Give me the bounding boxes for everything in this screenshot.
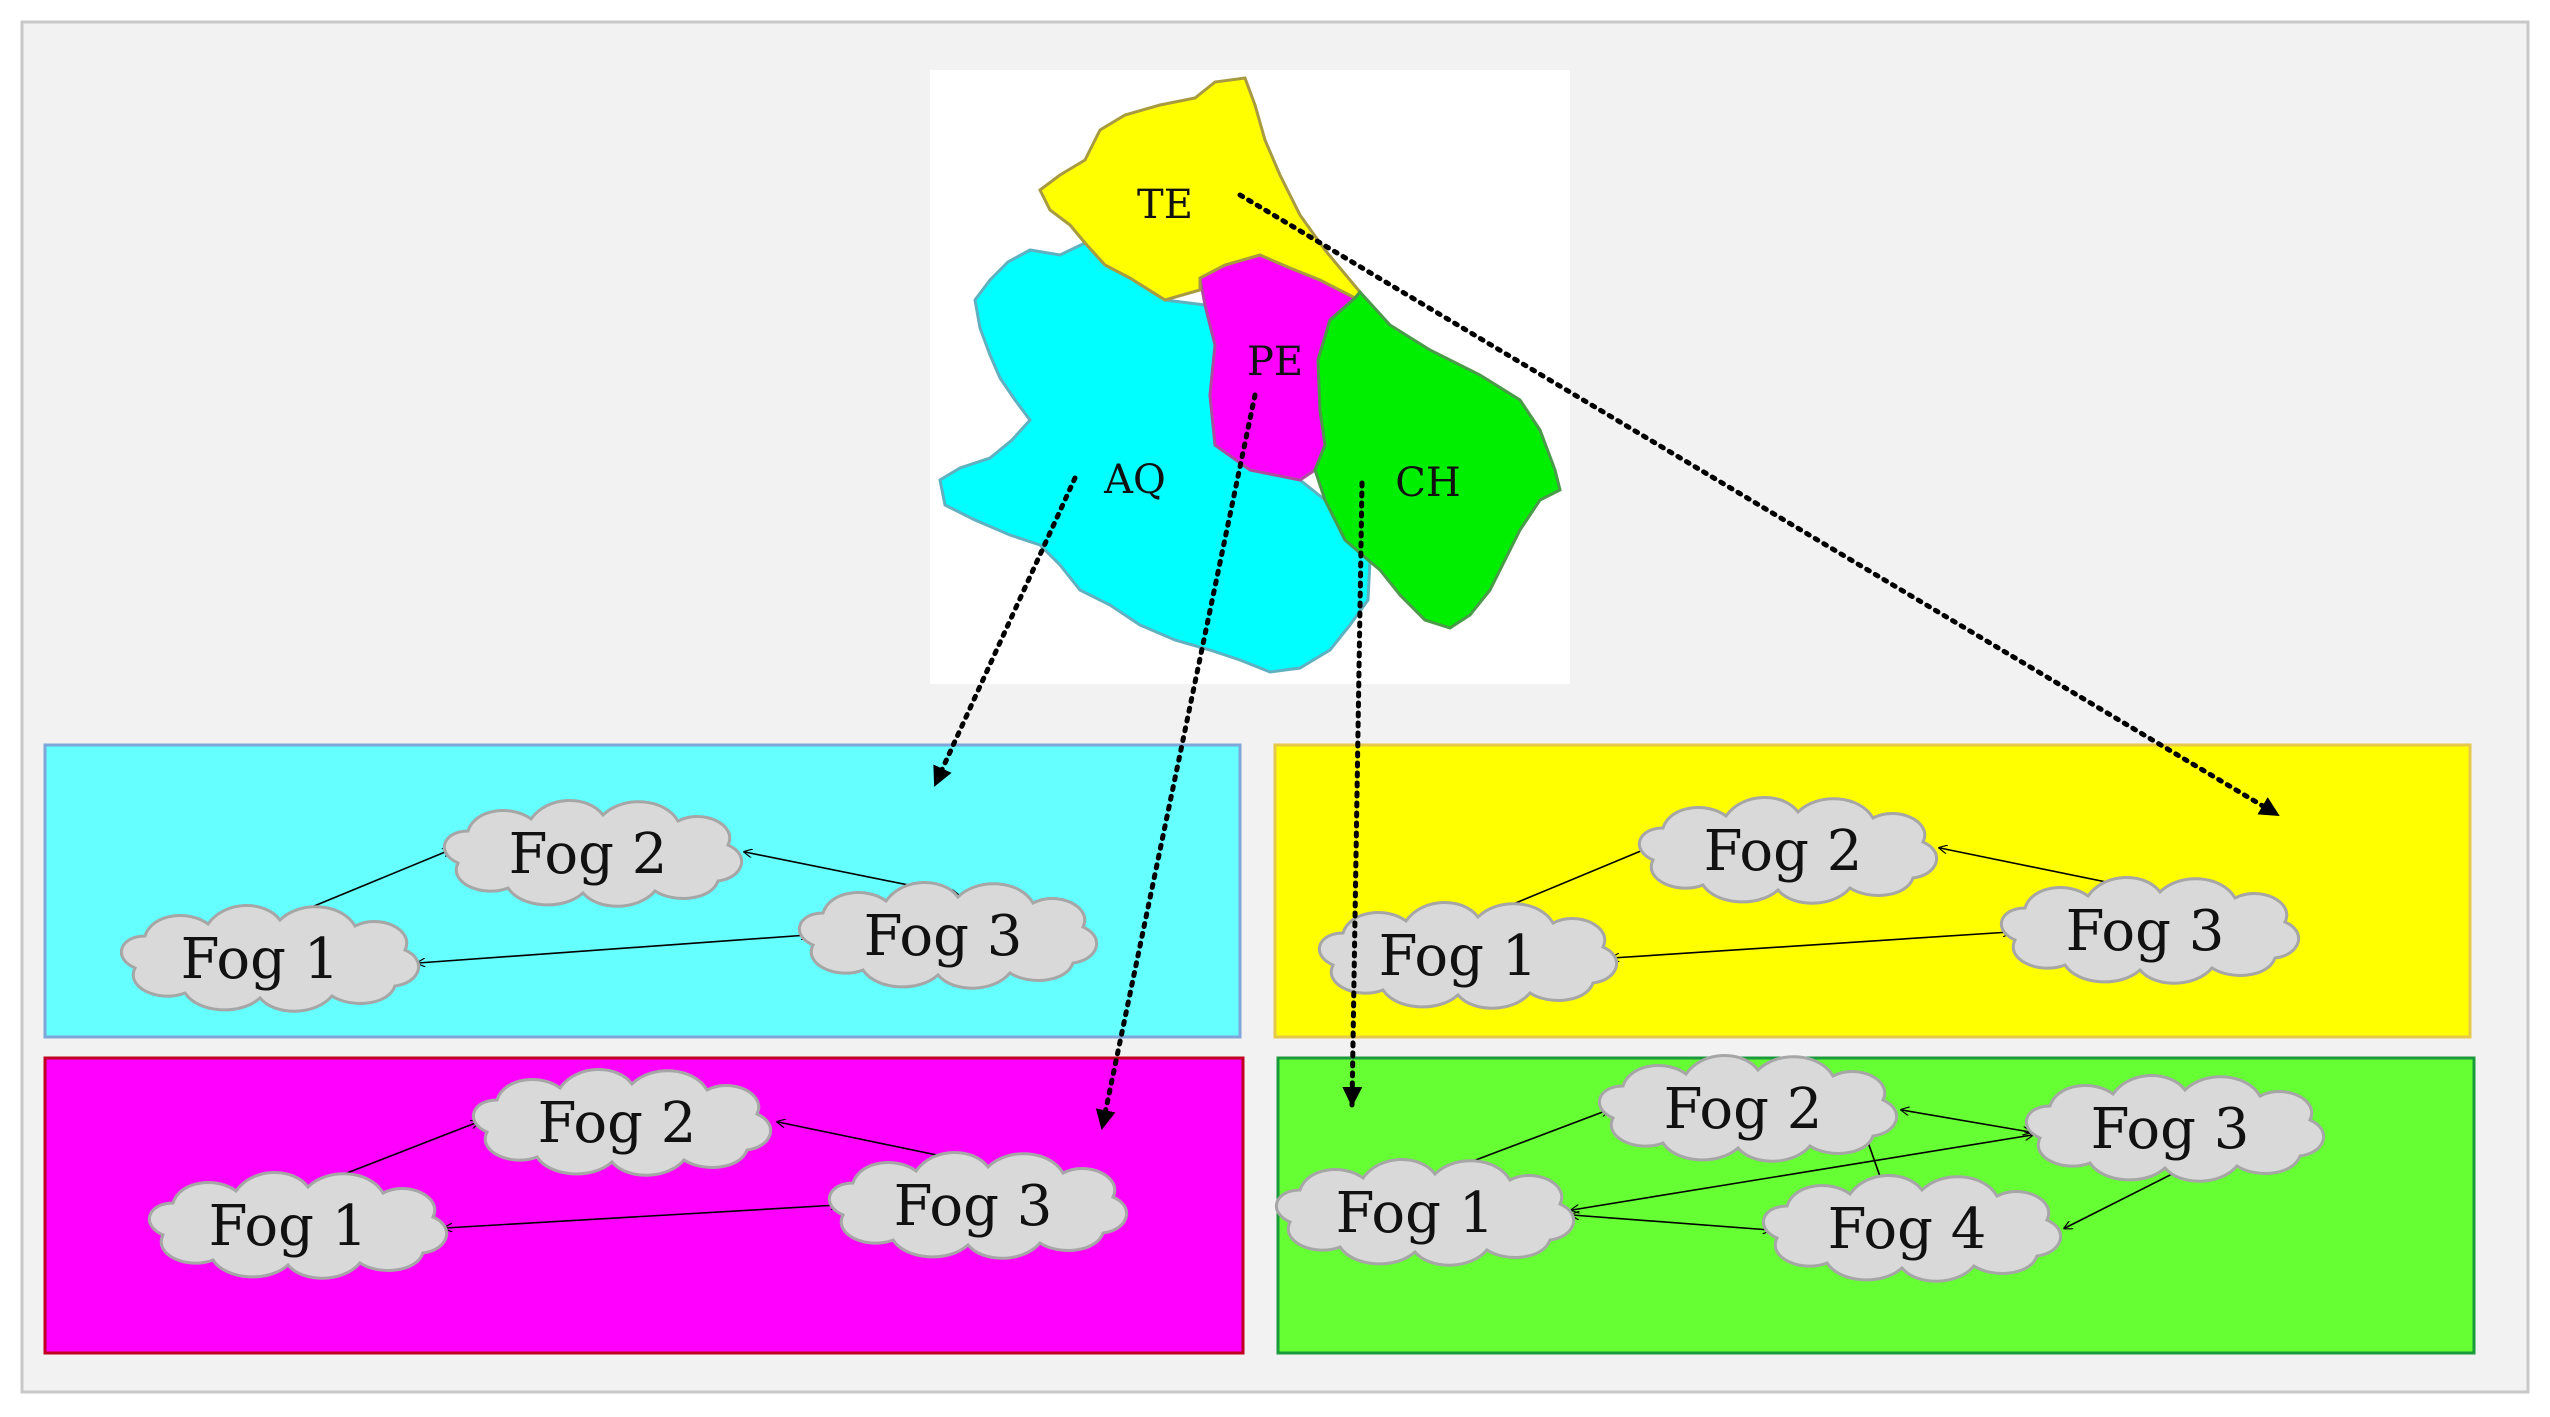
aq-fog-3-label: Fog 3 [864, 904, 1023, 969]
province-label-aq: AQ [1103, 457, 1166, 503]
te-fog-1-label: Fog 1 [1379, 924, 1538, 989]
ch-fog-4-cloud[interactable]: Fog 4 [1761, 1173, 2063, 1283]
arrow-aq-to-panel [932, 475, 1078, 788]
ch-fog-network: Fog 1 Fog 2 Fog 3 Fog 4 [1274, 1053, 2326, 1283]
province-label-pe: PE [1247, 339, 1303, 385]
ch-fog-4-label: Fog 4 [1828, 1197, 1987, 1262]
pe-fog-2-cloud[interactable]: Fog 2 [471, 1067, 773, 1177]
region-map: TE PE AQ CH [930, 70, 1570, 684]
pe-fog-1-cloud[interactable]: Fog 1 [147, 1170, 449, 1280]
te-fog-2-label: Fog 2 [1704, 819, 1863, 884]
pe-fog-network: Fog 1 Fog 2 Fog 3 [147, 1067, 1129, 1280]
pe-fog-3-cloud[interactable]: Fog 3 [827, 1150, 1129, 1260]
ch-fog-3-label: Fog 3 [2091, 1097, 2250, 1162]
aq-fog-1-cloud[interactable]: Fog 1 [119, 903, 421, 1013]
aq-fog-2-label: Fog 2 [509, 822, 668, 887]
province-label-ch: CH [1395, 460, 1461, 506]
te-fog-3-cloud[interactable]: Fog 3 [1999, 875, 2301, 985]
province-to-panel-arrows [932, 192, 2281, 1131]
aq-fog-2-cloud[interactable]: Fog 2 [442, 798, 744, 908]
ch-fog-1-cloud[interactable]: Fog 1 [1274, 1157, 1576, 1267]
te-fog-2-cloud[interactable]: Fog 2 [1637, 795, 1939, 905]
ch-fog-2-cloud[interactable]: Fog 2 [1597, 1053, 1899, 1163]
arrow-te-to-panel [1237, 192, 2281, 818]
aq-fog-1-label: Fog 1 [181, 927, 340, 992]
arrow-ch-to-panel [1342, 480, 1365, 1108]
ch-fog-3-cloud[interactable]: Fog 3 [2024, 1073, 2326, 1183]
pe-fog-1-label: Fog 1 [209, 1194, 368, 1259]
aq-fog-network: Fog 1 Fog 2 Fog 3 [119, 798, 1099, 1013]
pe-fog-3-label: Fog 3 [894, 1174, 1053, 1239]
province-label-te: TE [1137, 182, 1193, 228]
te-fog-1-cloud[interactable]: Fog 1 [1317, 900, 1619, 1010]
province-ch-shape [1313, 289, 1562, 630]
ch-fog-2-label: Fog 2 [1664, 1077, 1823, 1142]
aq-fog-3-cloud[interactable]: Fog 3 [797, 880, 1099, 990]
arrow-pe-to-panel [1095, 392, 1258, 1131]
te-fog-network: Fog 1 Fog 2 Fog 3 [1317, 795, 2301, 1010]
te-fog-3-label: Fog 3 [2066, 899, 2225, 964]
pe-fog-2-label: Fog 2 [538, 1091, 697, 1156]
ch-fog-1-label: Fog 1 [1336, 1181, 1495, 1246]
